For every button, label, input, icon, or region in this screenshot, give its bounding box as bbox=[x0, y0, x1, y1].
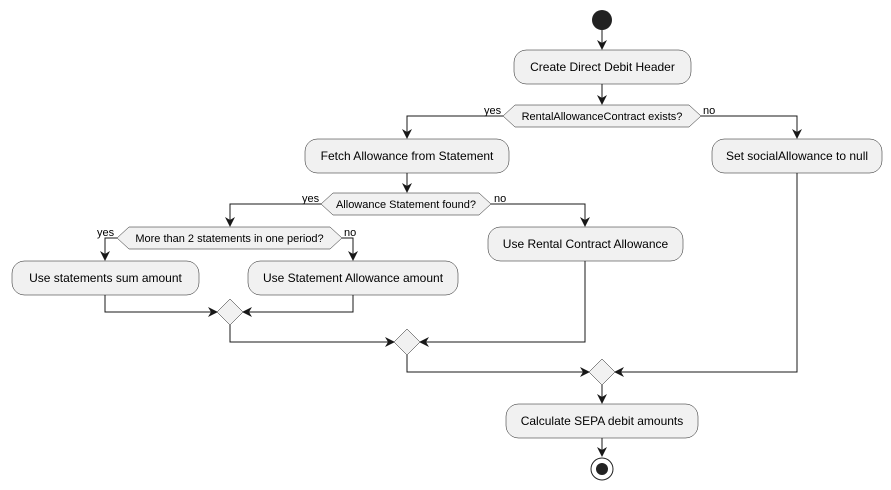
edge-decision3-no bbox=[342, 237, 358, 261]
edge-decision2-no bbox=[491, 203, 590, 227]
edge-decision3-yes bbox=[100, 237, 117, 261]
activity-set-social-allowance: Set socialAllowance to null bbox=[711, 138, 883, 174]
activity-create-direct-debit-header: Create Direct Debit Header bbox=[513, 49, 692, 85]
activity-label: Use statements sum amount bbox=[29, 271, 182, 285]
merge-node bbox=[588, 358, 616, 386]
edge-sum-merge1 bbox=[104, 294, 218, 317]
branch-label-yes: yes bbox=[484, 105, 502, 117]
edge-decision2-yes bbox=[225, 203, 321, 227]
activity-use-rental-contract-allowance: Use Rental Contract Allowance bbox=[487, 226, 684, 262]
activity-label: Use Rental Contract Allowance bbox=[503, 237, 669, 251]
branch-label-yes: yes bbox=[97, 227, 115, 239]
activity-label: Create Direct Debit Header bbox=[530, 60, 675, 74]
decision-rental-allowance-contract-exists: RentalAllowanceContract exists? bbox=[502, 104, 702, 128]
decision-label: More than 2 statements in one period? bbox=[135, 233, 323, 245]
edges bbox=[100, 30, 802, 457]
activity-calculate-sepa-debit-amounts: Calculate SEPA debit amounts bbox=[505, 403, 699, 439]
start-node bbox=[592, 10, 612, 30]
edge-social-merge3 bbox=[614, 172, 798, 377]
edge-rental-merge2 bbox=[419, 261, 586, 347]
edge-decision1-no bbox=[701, 115, 802, 139]
branch-label-no: no bbox=[494, 193, 506, 205]
decision-label: Allowance Statement found? bbox=[336, 199, 476, 211]
decision-allowance-statement-found: Allowance Statement found? bbox=[320, 192, 492, 216]
end-node bbox=[590, 457, 614, 481]
merge-node bbox=[393, 328, 421, 356]
activity-label: Set socialAllowance to null bbox=[726, 149, 868, 163]
decision-more-than-two-statements: More than 2 statements in one period? bbox=[116, 226, 343, 250]
branch-label-no: no bbox=[703, 105, 715, 117]
branch-label-yes: yes bbox=[302, 193, 320, 205]
activity-label: Fetch Allowance from Statement bbox=[321, 149, 494, 163]
activity-label: Calculate SEPA debit amounts bbox=[521, 414, 684, 428]
activity-label: Use Statement Allowance amount bbox=[263, 271, 444, 285]
edge-statement-merge1 bbox=[242, 294, 354, 317]
edge-merge1-merge2 bbox=[229, 325, 395, 347]
activity-use-statements-sum-amount: Use statements sum amount bbox=[11, 260, 200, 296]
activity-fetch-allowance-from-statement: Fetch Allowance from Statement bbox=[304, 138, 510, 174]
decision-label: RentalAllowanceContract exists? bbox=[522, 111, 683, 123]
branch-label-no: no bbox=[344, 227, 356, 239]
activity-use-statement-allowance-amount: Use Statement Allowance amount bbox=[247, 260, 459, 296]
edge-merge2-merge3 bbox=[406, 355, 590, 377]
edge-decision1-yes bbox=[402, 115, 503, 139]
merge-node bbox=[216, 298, 244, 326]
